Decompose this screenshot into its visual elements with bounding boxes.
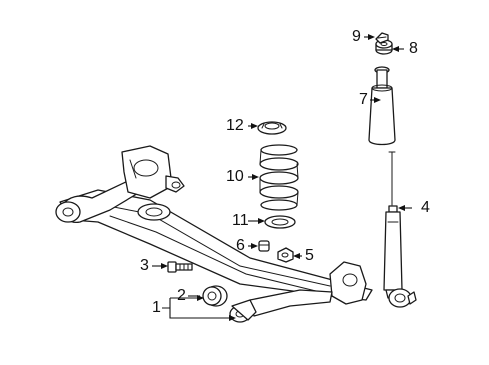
retainer-nut xyxy=(277,247,294,263)
callout-12: 12 xyxy=(226,117,244,134)
shock-absorber xyxy=(383,151,417,308)
cap xyxy=(375,32,389,44)
bump-stopper xyxy=(258,240,270,252)
callout-11: 11 xyxy=(232,212,249,229)
leader-lines xyxy=(152,34,412,321)
callout-2: 2 xyxy=(177,287,186,304)
callout-4: 4 xyxy=(421,199,430,216)
callout-9: 9 xyxy=(352,28,361,45)
callout-3: 3 xyxy=(140,257,149,274)
callout-7: 7 xyxy=(359,91,368,108)
upper-spring-insulator xyxy=(257,121,287,135)
lower-spring-insulator xyxy=(264,215,296,229)
callout-1: 1 xyxy=(152,299,161,316)
coil-spring xyxy=(259,144,299,211)
bolt xyxy=(167,261,193,273)
callout-6: 6 xyxy=(236,237,245,254)
leader-1 xyxy=(162,298,232,319)
dust-cover xyxy=(368,66,396,146)
callout-8: 8 xyxy=(409,40,418,57)
bushing xyxy=(202,285,228,307)
callout-5: 5 xyxy=(305,247,314,264)
axle-beam xyxy=(55,145,373,323)
callout-10: 10 xyxy=(226,168,244,185)
